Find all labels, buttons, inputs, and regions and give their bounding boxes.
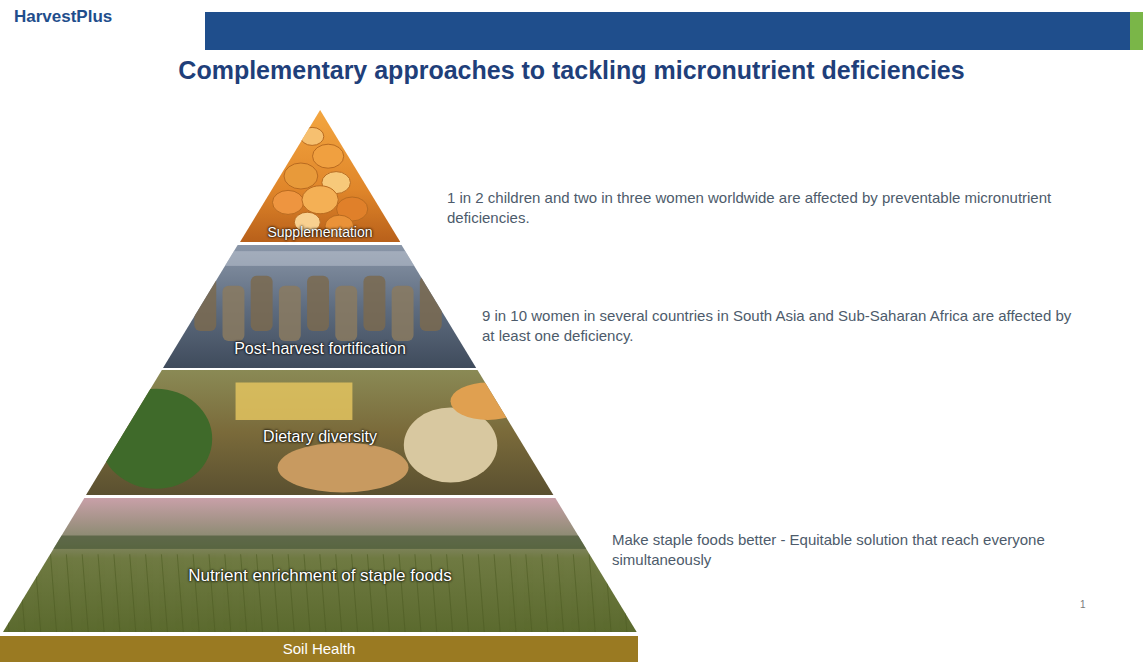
shape-detail [494,554,500,632]
shape-detail [272,554,278,632]
layer-shape [240,110,400,242]
shape-detail [241,554,247,632]
shape-detail [279,286,301,341]
shape-detail [177,554,183,632]
layer-shape [3,498,637,632]
shape-detail [278,443,409,493]
shape-detail [399,554,405,632]
fact-note: Make staple foods better - Equitable sol… [612,530,1127,571]
shape-detail [352,554,358,632]
shape-detail [415,554,421,632]
shape-detail [114,554,120,632]
shape-detail [478,554,484,632]
shape-detail [392,286,414,341]
shape-detail [272,127,367,237]
shape-detail [67,554,73,632]
shape-detail [336,554,342,632]
shape-detail [558,554,564,632]
soil-band: Soil Health [0,636,638,662]
shape-detail [163,251,476,341]
logo-text: HarvestPlus [14,6,194,29]
header-blue-bar [205,12,1130,50]
layer-fill [240,110,400,242]
shape-detail [225,554,231,632]
layer-label: Dietary diversity [86,428,553,446]
shape-detail [573,554,579,632]
shape-detail [130,554,136,632]
shape-detail [304,554,310,632]
shape-detail [431,554,437,632]
shape-detail [3,536,637,632]
fact-note: 1 in 2 children and two in three women w… [447,188,1067,229]
shape-detail [288,554,294,632]
shape-detail [526,554,532,632]
shape-detail [336,286,358,341]
layer-fill [3,498,637,632]
slide-title: Complementary approaches to tackling mic… [0,56,1143,85]
layer-label: Nutrient enrichment of staple foods [3,566,637,586]
shape-detail [284,163,318,189]
shape-detail [257,554,263,632]
layer-fill [86,370,553,495]
shape-detail [447,554,453,632]
header-green-end [1130,12,1143,50]
shape-detail [463,554,469,632]
shape-detail [605,554,611,632]
shape-detail [251,276,273,331]
page-number: 1 [1080,598,1110,612]
shape-detail [272,190,303,214]
band-label: Soil Health [0,636,638,662]
shape-detail [312,144,343,168]
pyramid-layer: Dietary diversity [86,370,553,495]
shape-detail [146,554,152,632]
shape-detail [3,536,637,549]
fact-note: 9 in 10 women in several countries in So… [482,306,1082,347]
shape-detail [542,554,548,632]
shape-detail [451,383,526,421]
shape-detail [19,554,25,632]
shape-detail [320,554,326,632]
shape-detail [302,186,338,214]
shape-detail [368,554,374,632]
shape-detail [195,276,217,331]
shape-detail [3,554,9,632]
pyramid-layer: Nutrient enrichment of staple foods [3,498,637,632]
shape-detail [162,554,168,632]
layer-fill [163,245,476,368]
shape-detail [51,554,57,632]
shape-detail [420,276,442,331]
shape-detail [98,554,104,632]
shape-detail [209,554,215,632]
shape-detail [223,286,245,341]
shape-detail [193,554,199,632]
shape-detail [236,383,353,421]
layer-label: Supplementation [240,224,400,240]
shape-detail [163,251,476,266]
shape-detail [364,276,386,331]
shape-detail [300,127,323,145]
shape-detail [100,389,212,489]
shape-detail [383,554,389,632]
pyramid-layer: Supplementation [240,110,400,242]
shape-detail [510,554,516,632]
shape-detail [35,554,41,632]
shape-detail [307,276,329,331]
layer-label: Post-harvest fortification [163,340,476,358]
shape-detail [82,554,88,632]
shape-detail [589,554,595,632]
pyramid-layer: Post-harvest fortification [163,245,476,368]
